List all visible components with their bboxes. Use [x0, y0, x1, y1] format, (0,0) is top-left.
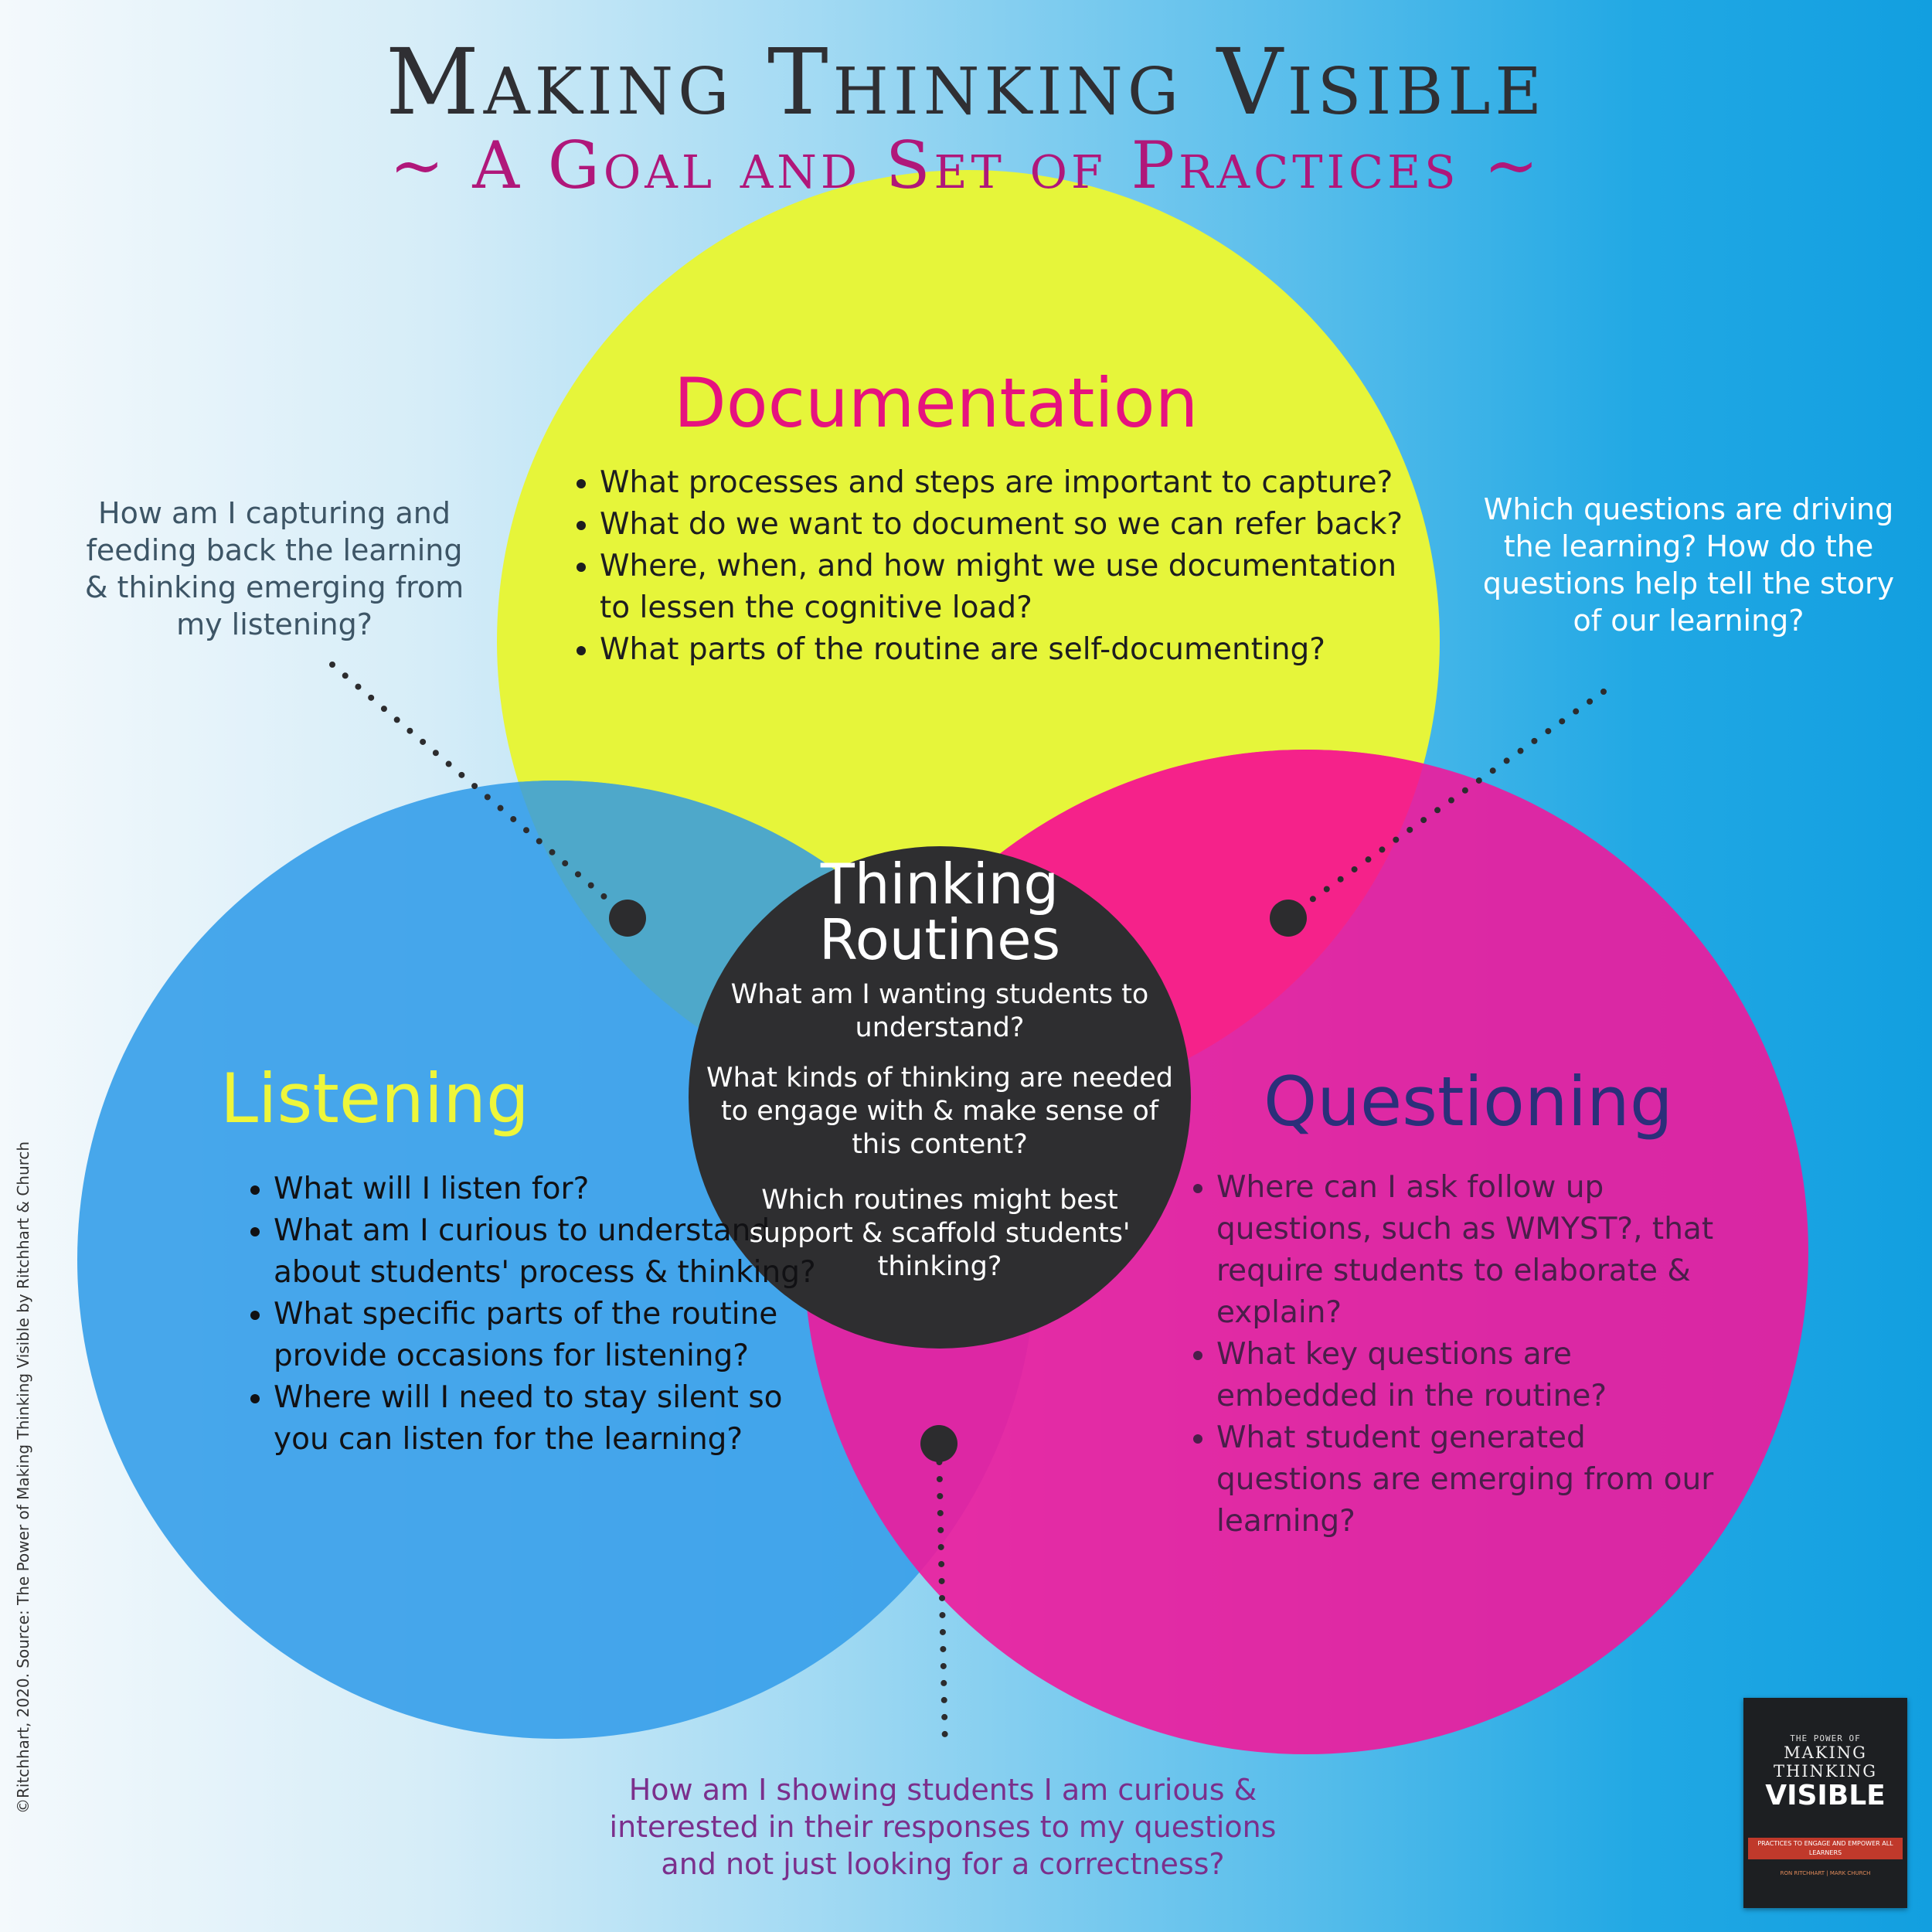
note-bottom: How am I showing students I am curious &… [580, 1771, 1306, 1883]
list-item: What parts of the routine are self-docum… [600, 629, 1406, 671]
center-question-2: What kinds of thinking are needed to eng… [700, 1062, 1179, 1162]
page-title: Making Thinking Visible [0, 32, 1932, 133]
list-item: Where will I need to stay silent so you … [274, 1377, 825, 1461]
listening-heading: Listening [220, 1065, 529, 1133]
center-question-1: What am I wanting students to understand… [723, 978, 1156, 1045]
connector-dot-left [609, 900, 646, 937]
source-credit: ©Ritchhart, 2020. Source: The Power of M… [14, 1335, 32, 1814]
center-question-3: Which routines might best support & scaf… [739, 1184, 1141, 1284]
list-item: Where, when, and how might we use docume… [600, 546, 1406, 629]
book-line3: THINKING [1743, 1762, 1907, 1781]
thinking-routines-heading: Thinking Routines [719, 856, 1160, 968]
book-cover: THE POWER OF MAKING THINKING VISIBLE PRA… [1743, 1698, 1907, 1908]
list-item: What specific parts of the routine provi… [274, 1294, 825, 1377]
book-tagline: PRACTICES TO ENGAGE AND EMPOWER ALL LEAR… [1748, 1838, 1903, 1859]
documentation-list: What processes and steps are important t… [564, 462, 1406, 671]
listening-list: What will I listen for? What am I curiou… [238, 1168, 825, 1461]
connector-dot-right [1270, 900, 1307, 937]
listening-list-container: What will I listen for? What am I curiou… [238, 1168, 825, 1461]
list-item: What do we want to document so we can re… [600, 504, 1406, 546]
thinking-routines-heading-line1: Thinking [719, 856, 1160, 912]
documentation-heading: Documentation [674, 369, 1198, 437]
note-left: How am I capturing and feeding back the … [77, 495, 471, 643]
list-item: Where can I ask follow up questions, suc… [1216, 1167, 1737, 1334]
questioning-heading: Questioning [1264, 1068, 1673, 1136]
list-item: What student generated questions are eme… [1216, 1417, 1737, 1543]
thinking-routines-heading-line2: Routines [719, 912, 1160, 968]
page-subtitle: ~ A Goal and Set of Practices ~ [0, 130, 1932, 201]
book-authors: RON RITCHHART | MARK CHURCH [1743, 1870, 1907, 1876]
book-line1: THE POWER OF [1743, 1733, 1907, 1743]
questioning-list: Where can I ask follow up questions, suc… [1181, 1167, 1737, 1543]
book-line2: MAKING [1743, 1743, 1907, 1762]
book-line4: VISIBLE [1743, 1781, 1907, 1811]
connector-dot-bottom [920, 1425, 957, 1462]
note-right: Which questions are driving the learning… [1468, 491, 1909, 639]
questioning-list-container: Where can I ask follow up questions, suc… [1181, 1167, 1737, 1543]
documentation-list-container: What processes and steps are important t… [564, 462, 1406, 671]
list-item: What processes and steps are important t… [600, 462, 1406, 504]
list-item: What key questions are embedded in the r… [1216, 1334, 1737, 1417]
